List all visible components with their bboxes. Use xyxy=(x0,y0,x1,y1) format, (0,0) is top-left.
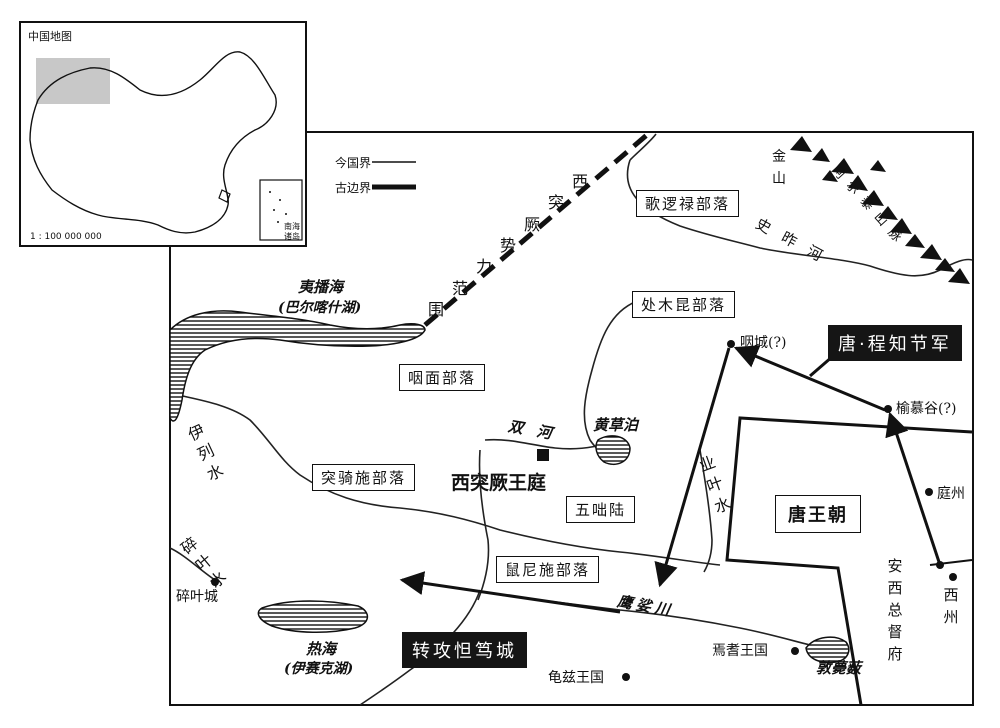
yanqi-label: 焉耆王国 xyxy=(712,643,768,659)
legend-modern-label: 今国界 xyxy=(335,156,372,170)
re-sea-alt-label: (伊赛克湖) xyxy=(284,661,354,677)
huangcao-lake xyxy=(595,435,631,466)
qiuci-label: 龟兹王国 xyxy=(548,670,604,686)
legend-ancient-label: 古边界 xyxy=(335,181,372,195)
china-outline xyxy=(29,51,277,234)
tribe-tuqishi: 突骑施部落 xyxy=(312,464,416,491)
qiuci-dot xyxy=(622,673,630,681)
yibo-sea-lake xyxy=(169,310,426,422)
sphere-label-char: 势 xyxy=(500,236,517,255)
tribe-geluolu: 歌逻禄部落 xyxy=(636,190,740,217)
yumu-label: 榆慕谷(?) xyxy=(896,401,957,417)
tang-boundary xyxy=(725,416,973,706)
yibo-sea-label: 夷播海 xyxy=(298,278,344,296)
south-sea-inset xyxy=(259,179,303,241)
jiye-river xyxy=(699,449,713,573)
suiye-river xyxy=(169,547,216,581)
jinshan-label: 金山 xyxy=(772,149,786,187)
re-sea-lake xyxy=(257,600,369,633)
re-sea-label: 热海 xyxy=(306,640,337,658)
tingzhou-dot xyxy=(925,488,933,496)
south-sea-label: 南海诸岛 xyxy=(284,222,300,241)
inset-scale: 1 : 100 000 000 xyxy=(30,232,102,242)
sphere-label-char: 厥 xyxy=(524,214,541,234)
yumu-dot xyxy=(884,405,892,413)
tang-army-callout: 唐·程知节军 xyxy=(828,325,962,361)
suiye-dot xyxy=(211,578,219,586)
city-markers xyxy=(211,340,957,681)
yan-city-dot xyxy=(727,340,735,348)
yanqi-dot xyxy=(791,647,799,655)
tribe-yanmian: 咽面部落 xyxy=(399,364,486,391)
shuang-river xyxy=(484,438,606,450)
sphere-label-char: 西 xyxy=(572,172,589,191)
anxi-label: 安西总督府 xyxy=(887,557,903,663)
inset-title: 中国地图 xyxy=(28,30,72,43)
taiwan-outline xyxy=(218,189,231,203)
tingzhou-label: 庭州 xyxy=(937,486,965,502)
tang-dynasty-label: 唐王朝 xyxy=(775,495,861,533)
sphere-label-char: 围 xyxy=(428,300,445,319)
dunhun-label: 敦薨薮 xyxy=(816,659,862,677)
sphere-label-char: 突 xyxy=(548,193,565,213)
tribe-wudunu: 五咄陆 xyxy=(566,496,636,523)
sphere-label-char: 范 xyxy=(452,278,469,298)
attack-callout: 转攻怛笃城 xyxy=(402,632,527,668)
dunhun-lake xyxy=(805,636,850,664)
tribe-chumukun: 处木昆部落 xyxy=(632,291,736,318)
shuang-river-south xyxy=(477,449,490,601)
west-turk-court-label: 西突厥王庭 xyxy=(451,472,547,494)
yilie-river xyxy=(177,394,721,566)
yibo-sea-alt-label: (巴尔喀什湖) xyxy=(278,300,362,316)
altai-mountains xyxy=(790,136,970,284)
xizhou-dot xyxy=(949,573,957,581)
xizhou-label: 西州 xyxy=(943,586,959,626)
lakes xyxy=(169,310,850,664)
inset-highlight xyxy=(36,58,110,104)
sphere-label-char: 力 xyxy=(476,257,493,277)
south-sea-dots xyxy=(269,191,287,223)
huangcao-label: 黄草泊 xyxy=(593,416,639,434)
yan-city-label: 咽城(?) xyxy=(740,335,787,351)
tribe-shunishi: 鼠尼施部落 xyxy=(496,556,600,583)
court-marker xyxy=(537,449,549,461)
campaign-arrows xyxy=(399,345,942,614)
suiye-city-label: 碎叶城 xyxy=(176,589,218,605)
